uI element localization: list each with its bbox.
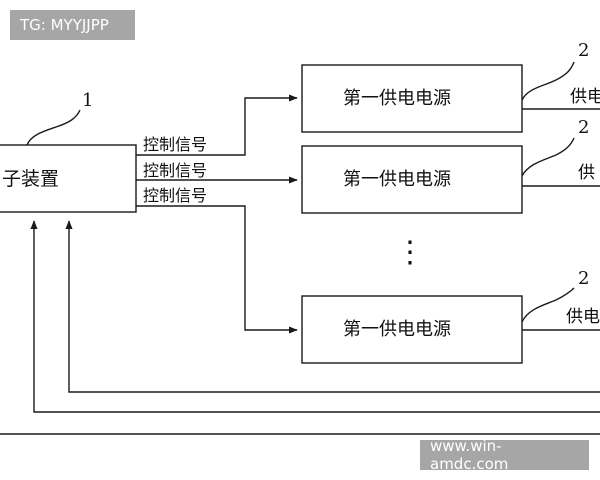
watermark-top: TG: MYYJJPP	[10, 10, 135, 40]
supply-label-3: 第一供电电源	[343, 319, 451, 340]
supply-leader-1	[521, 61, 575, 101]
supply-output-label-3: 供电	[566, 307, 600, 327]
feedback-wire-1	[65, 220, 600, 393]
supply-label-2: 第一供电电源	[343, 169, 451, 190]
supply-label-1: 第一供电电源	[343, 88, 451, 109]
supply-ref-2: 2	[578, 117, 589, 138]
watermark-bottom: www.win-amdc.com	[420, 437, 589, 473]
signal-label-2: 控制信号	[143, 161, 207, 180]
signal-wire-1	[136, 94, 298, 156]
control-device-label: 子装置	[2, 168, 59, 190]
supply-ref-1: 2	[578, 40, 589, 61]
supply-output-label-2: 供	[578, 163, 595, 183]
control-device-leader	[26, 109, 81, 146]
supply-leader-2	[521, 137, 575, 177]
supply-ref-3: 2	[578, 268, 589, 289]
supply-box-1	[301, 64, 523, 133]
control-device-box	[0, 144, 137, 213]
signal-label-1: 控制信号	[143, 135, 207, 154]
signal-label-3: 控制信号	[143, 186, 207, 205]
signal-wire-3	[136, 205, 298, 334]
supply-box-2	[301, 145, 523, 214]
feedback-wire-2	[30, 220, 600, 413]
control-device-ref: 1	[82, 90, 93, 111]
supply-ellipsis: ⋮	[395, 235, 425, 270]
supply-leader-3	[521, 287, 575, 323]
supply-output-label-1: 供电	[570, 87, 600, 107]
